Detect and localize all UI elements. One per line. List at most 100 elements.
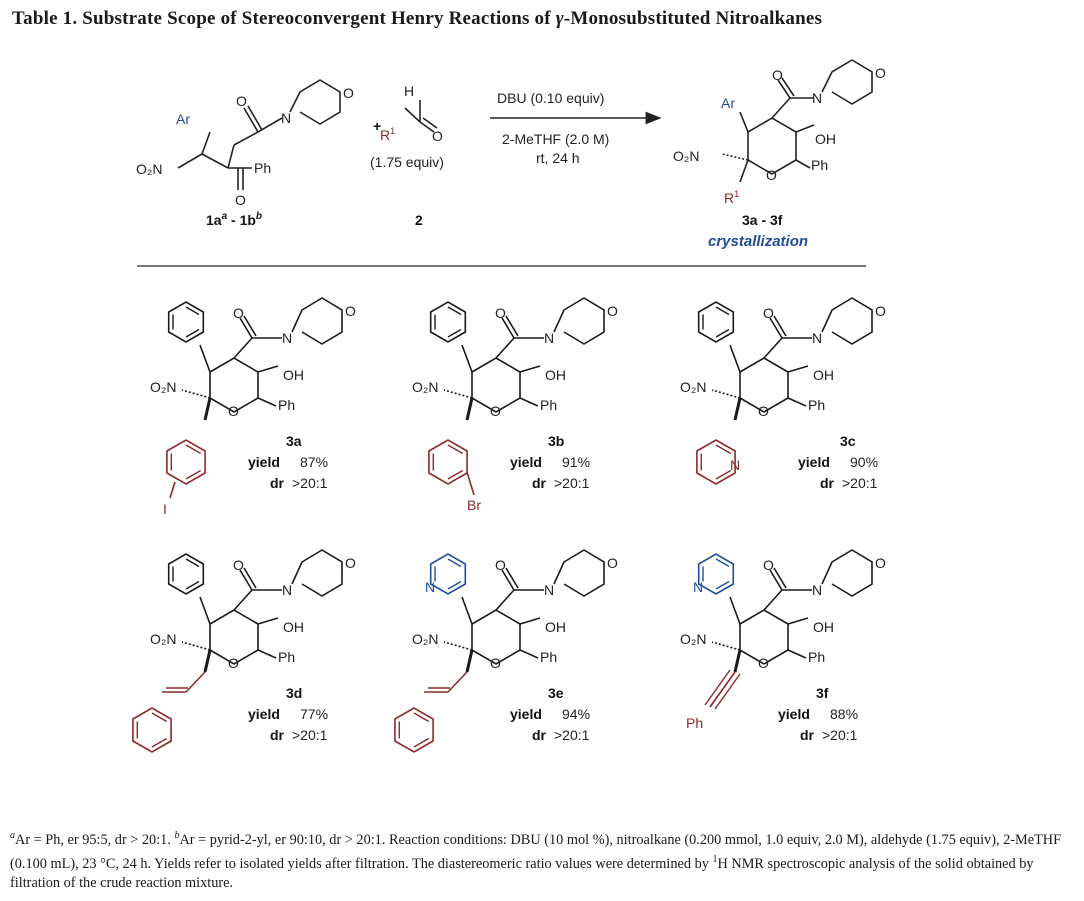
sm-n-label: N (281, 110, 291, 126)
oh-bond (787, 617, 809, 625)
yield-label: yield (248, 454, 280, 470)
carbonyl-bond-2 (243, 567, 257, 589)
r1-aryl-ring (166, 439, 206, 485)
aryl-bond (461, 344, 473, 373)
top-aryl-ring (429, 301, 467, 343)
amide-bond (495, 337, 515, 359)
r1-aryl-ring-bond (185, 469, 202, 480)
dr-label: dr (270, 727, 285, 743)
sm-o-label: O (236, 93, 247, 109)
ph-bond (257, 397, 277, 407)
footnote-part-c: H NMR spectroscopic analysis of the soli… (10, 855, 1034, 891)
morph-n-label: N (282, 330, 292, 346)
carbonyl-o-label: O (763, 557, 774, 573)
compound-id: 3a (286, 433, 302, 449)
sm-morph-o-label: O (343, 85, 354, 101)
oh-bond (519, 617, 541, 625)
yield-label: yield (510, 706, 542, 722)
alkyne-bond-2 (704, 669, 731, 706)
ph-bond (787, 649, 807, 659)
footnote-part-b: Ar = pyrid-2-yl, er 90:10, dr > 20:1. Re… (10, 831, 1062, 872)
r1-aryl-ring-bond (447, 469, 464, 480)
carbonyl-bond (239, 317, 253, 339)
bromo-bond (466, 471, 475, 496)
ph-bond (519, 649, 539, 659)
morpholine-ring (553, 549, 605, 597)
r1-aryl-ring-bond (185, 444, 202, 455)
oh-label: OH (545, 619, 566, 635)
dr-value: >20:1 (292, 727, 328, 743)
dr-value: >20:1 (842, 475, 878, 491)
condition-1: DBU (0.10 equiv) (497, 90, 604, 106)
amide-bond (763, 337, 783, 359)
ph-label: Ph (540, 397, 557, 413)
dr-value: >20:1 (554, 727, 590, 743)
morph-n-label: N (544, 330, 554, 346)
reagent-equiv: (1.75 equiv) (370, 154, 444, 170)
product-no2-label: O₂N (673, 148, 699, 164)
sm-compound-label: 1aa - 1bb (206, 211, 262, 228)
aldehyde-h-label: H (404, 83, 414, 99)
r1-aryl-ring-bond (715, 469, 732, 480)
reagent-label: 2 (415, 212, 423, 228)
ring-o-label: O (228, 655, 239, 671)
ph-label: Ph (278, 649, 295, 665)
vinyl-bond (424, 671, 468, 693)
nitro-bond (711, 389, 741, 399)
table-title: Table 1. Substrate Scope of Stereoconver… (12, 8, 822, 30)
aryl-bond (729, 596, 741, 625)
morph-n-label: N (544, 582, 554, 598)
amide-bond (233, 589, 253, 611)
styryl-ring-bond (413, 737, 430, 748)
oh-label: OH (813, 619, 834, 635)
dr-value: >20:1 (292, 475, 328, 491)
ph-label: Ph (808, 649, 825, 665)
aryl-bond (461, 596, 473, 625)
amide-bond (233, 337, 253, 359)
top-aryl-ring-bond (185, 558, 200, 568)
dr-label: dr (820, 475, 835, 491)
aryl-bond (729, 344, 741, 373)
styryl-ring (394, 707, 434, 753)
r1-aryl-ring-bond (447, 444, 464, 455)
aryl-bond (199, 344, 211, 373)
footnote-part-a: Ar = Ph, er 95:5, dr > 20:1. (15, 831, 175, 848)
carbonyl-o-label: O (763, 305, 774, 321)
starting-material-labels: Ar O₂N Ph O O N O 1aa - 1bb (136, 85, 354, 228)
ring-o-label: O (758, 655, 769, 671)
styryl-ring-bond (151, 712, 168, 723)
top-aryl-ring-bond (185, 580, 200, 590)
title-suffix: -Monosubstituted Nitroalkanes (563, 8, 823, 29)
nitro-bond (181, 389, 211, 399)
substituent-label: N (730, 457, 740, 473)
morpholine-ring (291, 297, 343, 345)
yield-value: 94% (562, 706, 590, 722)
ph-label: Ph (808, 397, 825, 413)
crystallization-note: crystallization (708, 233, 808, 250)
carbonyl-bond (769, 317, 783, 339)
top-aryl-ring-bond (185, 328, 200, 338)
vinyl-bond (162, 671, 206, 693)
product-oh-label: OH (815, 131, 836, 147)
pyridine-n-label: N (425, 579, 435, 595)
morph-n-label: N (812, 582, 822, 598)
yield-value: 88% (830, 706, 858, 722)
top-aryl-ring-bond (447, 558, 462, 568)
product-morph-o-label: O (875, 65, 886, 81)
table-footnote: aAr = Ph, er 95:5, dr > 20:1. bAr = pyri… (10, 826, 1076, 893)
morph-n-label: N (812, 330, 822, 346)
aldehyde-labels: H R1 O (1.75 equiv) 2 (370, 83, 444, 228)
title-gamma: γ (555, 8, 564, 29)
product-ring-o-label: O (766, 167, 777, 183)
morpholine-ring (553, 297, 605, 345)
sm-ar-label: Ar (176, 111, 190, 127)
condition-2: 2-MeTHF (2.0 M) (502, 131, 609, 147)
dr-value: >20:1 (822, 727, 858, 743)
carbonyl-bond (501, 569, 515, 591)
oh-label: OH (813, 367, 834, 383)
r1-aryl-ring (428, 439, 468, 485)
